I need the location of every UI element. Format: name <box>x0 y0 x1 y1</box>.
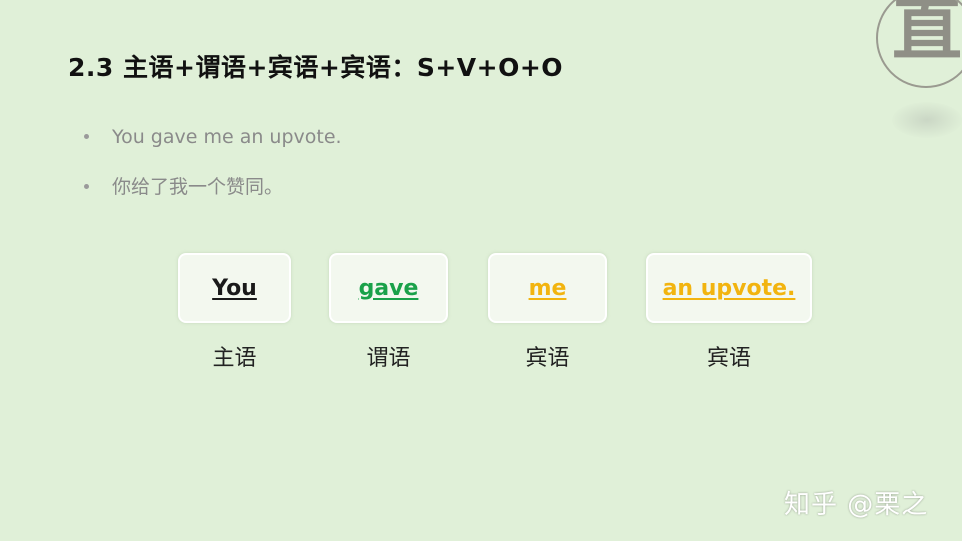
bullet-text: 你给了我一个赞同。 <box>112 176 284 198</box>
word-subject: You <box>212 275 257 301</box>
label-subject: 主语 <box>212 346 257 371</box>
seal-character: 直 <box>892 0 962 70</box>
logo-seal-icon: 直 <box>876 0 962 88</box>
word-object-2: an upvote. <box>662 275 796 301</box>
label-object-2: 宾语 <box>706 346 751 371</box>
bullet-list: You gave me an upvote. 你给了我一个赞同。 <box>84 124 342 224</box>
bullet-text: You gave me an upvote. <box>112 126 342 148</box>
word-object-1: me <box>528 275 567 301</box>
bullet-item-chinese: 你给了我一个赞同。 <box>84 174 342 224</box>
bullet-item-english: You gave me an upvote. <box>84 124 342 174</box>
word-card-subject: You <box>178 253 291 323</box>
seal-shadow <box>892 102 962 138</box>
bullet-dot-icon <box>84 184 89 189</box>
word-card-object-1: me <box>488 253 607 323</box>
zhihu-watermark: 知乎 @栗之 <box>784 490 929 520</box>
word-verb: gave <box>358 275 419 301</box>
label-verb: 谓语 <box>366 346 411 371</box>
bullet-dot-icon <box>84 134 89 139</box>
word-card-object-2: an upvote. <box>646 253 812 323</box>
slide-title: 2.3 主语+谓语+宾语+宾语：S+V+O+O <box>68 53 564 82</box>
word-card-verb: gave <box>329 253 448 323</box>
label-object-1: 宾语 <box>525 346 570 371</box>
